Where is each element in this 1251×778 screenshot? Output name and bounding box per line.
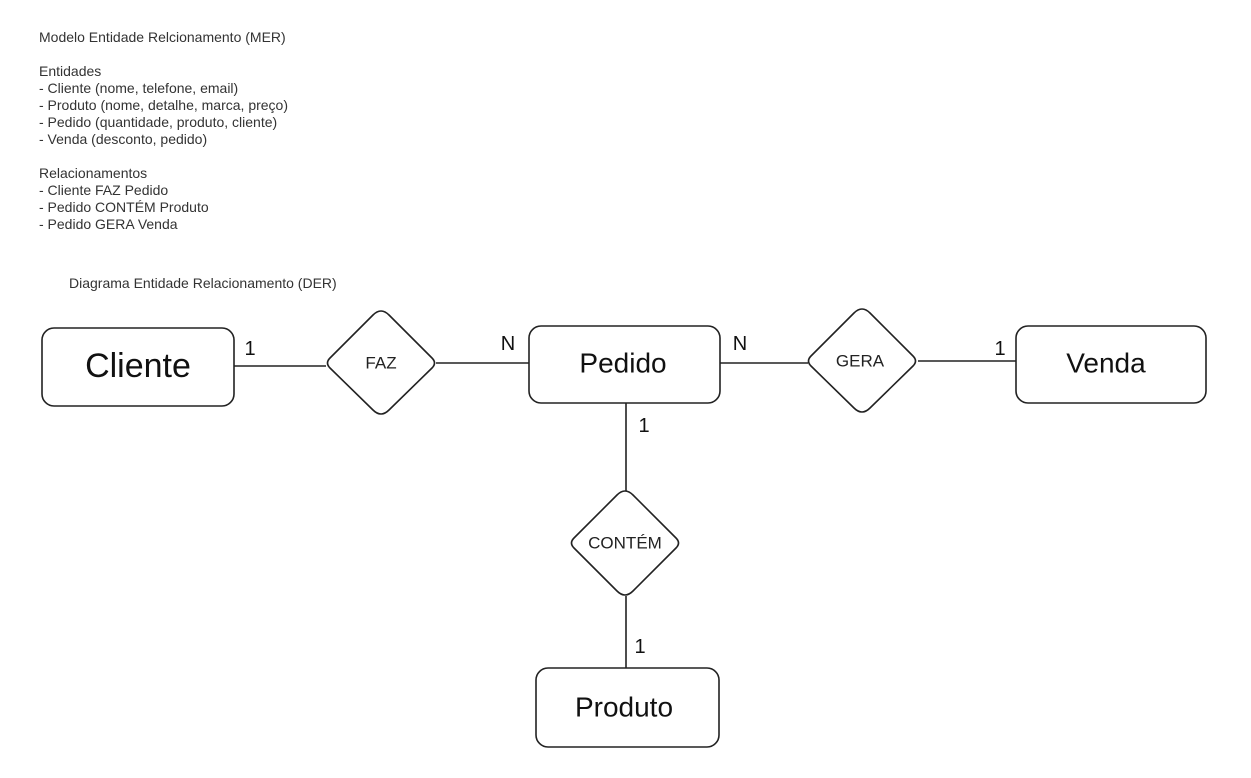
entity-produto-label: Produto bbox=[575, 692, 673, 723]
entity-item: - Produto (nome, detalhe, marca, preço) bbox=[39, 97, 289, 113]
entity-item: - Venda (desconto, pedido) bbox=[39, 131, 208, 147]
relationships-heading: Relacionamentos bbox=[39, 165, 148, 181]
entity-cliente-label: Cliente bbox=[85, 347, 191, 385]
relationship-contem[interactable]: CONTÉM bbox=[570, 490, 680, 596]
mer-title: Modelo Entidade Relcionamento (MER) bbox=[39, 29, 286, 45]
entities-heading: Entidades bbox=[39, 63, 102, 79]
entity-venda-label: Venda bbox=[1066, 348, 1146, 379]
cardinality-cliente-faz: 1 bbox=[244, 338, 255, 360]
relationship-gera[interactable]: GERA bbox=[807, 308, 917, 413]
entity-pedido-label: Pedido bbox=[579, 348, 666, 379]
entity-item: - Pedido (quantidade, produto, cliente) bbox=[39, 114, 278, 130]
relationship-faz-label: FAZ bbox=[365, 354, 396, 373]
entity-item: - Cliente (nome, telefone, email) bbox=[39, 80, 239, 96]
cardinality-gera-venda: 1 bbox=[994, 338, 1005, 360]
relationship-item: - Pedido CONTÉM Produto bbox=[39, 199, 209, 215]
cardinality-faz-pedido: N bbox=[501, 333, 515, 355]
relationship-faz[interactable]: FAZ bbox=[326, 310, 436, 415]
relationship-contem-label: CONTÉM bbox=[588, 534, 662, 553]
entity-pedido[interactable]: Pedido bbox=[528, 325, 721, 404]
relationship-item: - Pedido GERA Venda bbox=[39, 216, 178, 232]
cardinality-pedido-contem: 1 bbox=[638, 415, 649, 437]
cardinality-pedido-gera: N bbox=[733, 333, 747, 355]
relationship-gera-label: GERA bbox=[836, 352, 885, 371]
entity-produto[interactable]: Produto bbox=[535, 667, 720, 748]
entity-venda[interactable]: Venda bbox=[1015, 325, 1207, 404]
mer-text-block: Modelo Entidade Relcionamento (MER) Enti… bbox=[39, 29, 288, 233]
cardinality-contem-produto: 1 bbox=[634, 636, 645, 658]
der-title: Diagrama Entidade Relacionamento (DER) bbox=[69, 275, 337, 291]
entity-cliente[interactable]: Cliente bbox=[41, 327, 235, 407]
relationship-item: - Cliente FAZ Pedido bbox=[39, 182, 169, 198]
